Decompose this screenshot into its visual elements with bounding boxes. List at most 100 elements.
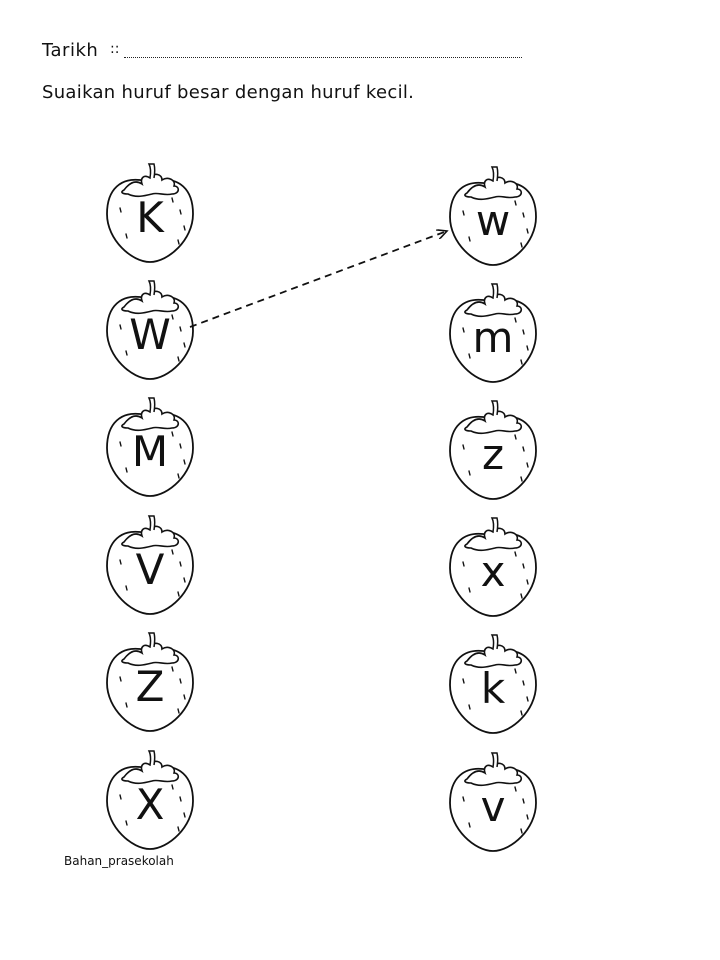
leaf-icon [464,176,523,201]
seed-mark [462,796,465,802]
lowercase-strawberry-m[interactable]: m [449,283,537,383]
uppercase-strawberry-m[interactable]: M [106,397,194,497]
seed-mark [177,239,180,245]
seed-mark [183,225,186,231]
seed-mark [119,559,122,565]
seed-mark [468,704,471,710]
date-colon: :: [110,41,120,57]
seed-mark [179,209,182,215]
seed-mark [183,694,186,700]
seed-mark [183,812,186,818]
seed-mark [119,207,122,213]
letter-2: M [132,427,168,476]
letter-0: K [136,193,165,242]
seed-mark [125,585,128,591]
letter-5: X [136,780,165,829]
lowercase-strawberry-x[interactable]: x [449,517,537,617]
seed-mark [125,820,128,826]
seed-mark [514,786,517,792]
leaf-icon [121,525,180,550]
seed-mark [522,446,525,452]
stem-icon [490,166,499,182]
seed-mark [526,579,529,585]
seed-mark [462,210,465,216]
seed-mark [183,342,186,348]
letter-1: W [129,310,171,359]
seed-mark [462,327,465,333]
stem-icon [490,752,499,768]
seed-mark [183,459,186,465]
lowercase-strawberry-v[interactable]: v [449,752,537,852]
seed-mark [462,561,465,567]
seed-mark [125,467,128,473]
seed-mark [119,324,122,330]
leaf-icon [121,642,180,667]
instruction-text: Suaikan huruf besar dengan huruf kecil. [42,82,415,103]
seed-mark [177,826,180,832]
date-label: Tarikh [42,40,99,61]
letter-0: w [476,196,510,245]
seed-mark [179,678,182,684]
leaf-icon [121,407,180,432]
uppercase-strawberry-x[interactable]: X [106,750,194,850]
seed-mark [522,212,525,218]
stem-icon [147,632,156,648]
example-connector [189,231,447,328]
seed-mark [462,444,465,450]
stem-icon [490,517,499,533]
seed-mark [171,784,174,790]
seed-mark [520,710,523,716]
seed-mark [526,345,529,351]
seed-mark [179,443,182,449]
seed-mark [526,814,529,820]
seed-mark [119,676,122,682]
uppercase-strawberry-v[interactable]: V [106,515,194,615]
seed-mark [520,476,523,482]
lowercase-strawberry-w[interactable]: w [449,166,537,266]
seed-mark [514,434,517,440]
seed-mark [177,473,180,479]
seed-mark [468,470,471,476]
seed-mark [522,563,525,569]
uppercase-column: K W MVZ X [106,163,194,850]
leaf-icon [121,173,180,198]
seed-mark [514,551,517,557]
seed-mark [468,353,471,359]
letter-2: z [482,430,504,479]
seed-mark [514,668,517,674]
seed-mark [177,708,180,714]
seed-mark [179,561,182,567]
seed-mark [183,577,186,583]
seed-mark [171,549,174,555]
seed-mark [125,350,128,356]
date-fill-line[interactable] [124,57,522,58]
letter-5: v [481,782,506,831]
seed-mark [526,696,529,702]
seed-mark [468,822,471,828]
credit-text: Bahan_prasekolah [64,854,174,868]
seed-mark [520,828,523,834]
letter-4: Z [136,662,165,711]
lowercase-strawberry-z[interactable]: z [449,400,537,500]
seed-mark [526,228,529,234]
leaf-icon [464,644,523,669]
date-row: Tarikh :: [42,40,522,64]
stem-icon [490,634,499,650]
lowercase-strawberry-k[interactable]: k [449,634,537,734]
uppercase-strawberry-w[interactable]: W [106,280,194,380]
seed-mark [171,314,174,320]
leaf-icon [464,410,523,435]
uppercase-strawberry-k[interactable]: K [106,163,194,263]
letter-4: k [481,664,506,713]
seed-mark [179,326,182,332]
stem-icon [147,515,156,531]
stem-icon [147,280,156,296]
stem-icon [147,397,156,413]
seed-mark [119,441,122,447]
uppercase-strawberry-z[interactable]: Z [106,632,194,732]
seed-mark [520,359,523,365]
seed-mark [462,678,465,684]
seed-mark [171,431,174,437]
